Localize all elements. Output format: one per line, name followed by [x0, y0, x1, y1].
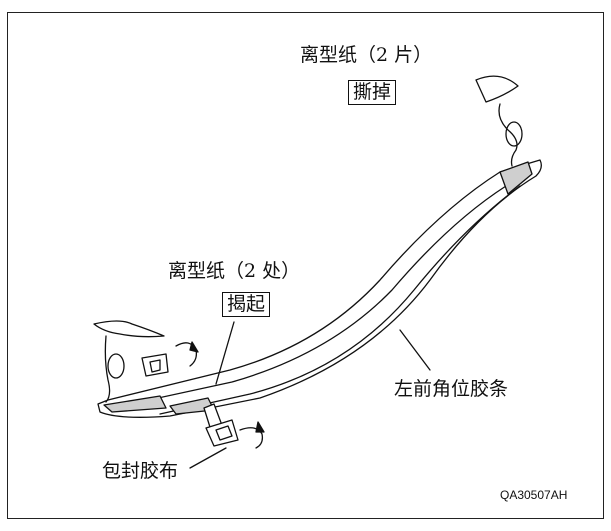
release-paper-top-label: 离型纸（2 片） [300, 44, 433, 66]
wrap-tape-lower [205, 419, 239, 447]
strip-inner-rail-2 [159, 185, 521, 415]
peeled-paper-left [93, 320, 165, 338]
leader-sealing-tape [189, 447, 227, 469]
strip-outline [97, 159, 542, 418]
peel-loop-ring-left [107, 353, 125, 379]
strip-inner-rail-1 [111, 185, 507, 409]
release-paper-mid-label: 离型纸（2 处） [168, 260, 301, 282]
figure-code: QA30507AH [500, 488, 568, 502]
wrap-tape-mark [215, 425, 233, 441]
leader-release-paper-mid [215, 321, 235, 385]
peeled-paper-top [475, 75, 519, 103]
peel-line-left [104, 335, 111, 403]
peel-loop-ring-top [505, 121, 523, 147]
sealing-tape-label: 包封胶布 [102, 460, 179, 482]
peel-up-action-label: 揭起 [222, 292, 271, 317]
tab-upper [141, 353, 169, 377]
tear-off-action-label: 撕掉 [348, 80, 397, 105]
strip-name-label: 左前角位胶条 [394, 378, 509, 400]
tab-upper-inner [149, 359, 161, 373]
strip-end-paper [499, 161, 533, 195]
leader-strip-name [399, 329, 431, 371]
strip-left-paper-1 [103, 395, 167, 413]
rotate-arrow-lower [239, 427, 264, 449]
figure-frame [7, 12, 604, 519]
peel-loop-top [498, 103, 518, 167]
